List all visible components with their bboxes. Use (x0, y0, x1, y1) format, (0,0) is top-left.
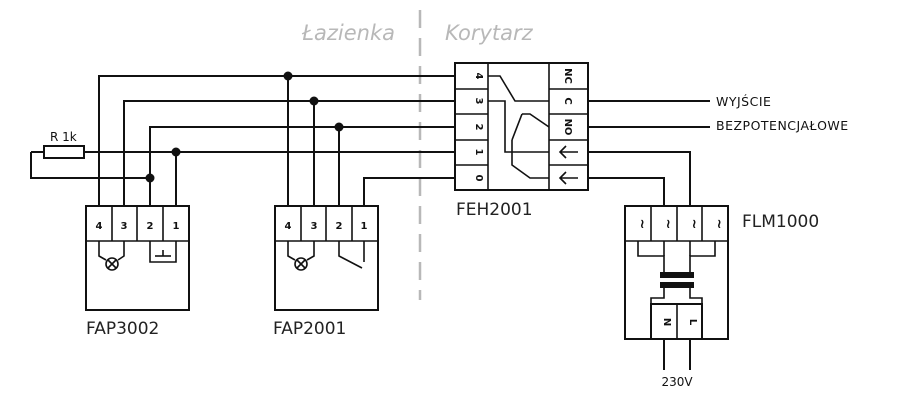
pushbutton-icon (149, 241, 177, 263)
flm1000-terminal-l: L (687, 319, 698, 326)
fap3002-terminal-1-label: 1 (173, 221, 180, 232)
fap3002-label: FAP3002 (86, 319, 159, 339)
arrow-left-icon (558, 171, 578, 185)
fap2001-terminal-4: 4 (285, 221, 292, 232)
feh2001-terminal-c: C (562, 97, 573, 104)
feh2001-label: FEH2001 (456, 200, 533, 220)
arrow-left-icon (558, 145, 578, 159)
output-label-line2: BEZPOTENCJAŁOWE (716, 118, 849, 133)
fap2001-terminal-1: 1 (361, 221, 368, 232)
feh2001-terminal-no: NO (562, 119, 573, 136)
resistor-label: R 1k (50, 130, 77, 144)
flm1000-terminal-4: ~ (711, 219, 726, 230)
feh2001-terminal-1: 1 (473, 149, 484, 156)
fap3002-terminal-2: 2 (147, 221, 154, 232)
zone-label-corridor: Korytarz (445, 21, 534, 45)
fap2001-label: FAP2001 (273, 319, 346, 339)
supply-label: 230V (661, 375, 693, 389)
fap3002-terminal-4: 4 (96, 221, 103, 232)
switch-icon (338, 241, 363, 269)
feh2001-terminal-0: 0 (473, 175, 484, 182)
bus-wires (30, 75, 455, 206)
fap3002-terminal-3: 3 (121, 221, 128, 232)
feh2001-terminal-2: 2 (473, 124, 484, 131)
fap2001-terminal-3: 3 (311, 221, 318, 232)
fap2001-terminal-2: 2 (336, 221, 343, 232)
resistor-r1k: R 1k (31, 130, 85, 159)
device-flm1000: ~ ~ ~ ~ N L (624, 205, 729, 340)
flm1000-terminal-n: N (661, 318, 672, 326)
feh2001-terminal-4: 4 (473, 73, 484, 80)
flm1000-label: FLM1000 (742, 212, 819, 232)
device-fap2001: 4 3 2 1 (274, 205, 379, 311)
feh2001-terminal-3: 3 (473, 98, 484, 105)
supply-wires (663, 339, 691, 370)
feh-flm-wires (588, 151, 691, 206)
flm1000-terminal-1: ~ (634, 219, 649, 230)
zone-label-bathroom: Łazienka (301, 21, 395, 45)
transformer-icon (660, 272, 694, 278)
flm1000-terminal-3: ~ (686, 219, 701, 230)
feh2001-terminal-nc: NC (562, 68, 573, 84)
device-feh2001: 4 3 2 1 0 NC C NO (454, 62, 589, 191)
lamp-icon (105, 257, 119, 271)
flm1000-terminal-2: ~ (660, 219, 675, 230)
output-wires (588, 100, 710, 128)
junction-dots (145, 71, 344, 183)
output-label-line1: WYJŚCIE (716, 94, 771, 109)
device-fap3002: 4 3 2 3 1 (85, 205, 190, 311)
lamp-icon (294, 257, 308, 271)
